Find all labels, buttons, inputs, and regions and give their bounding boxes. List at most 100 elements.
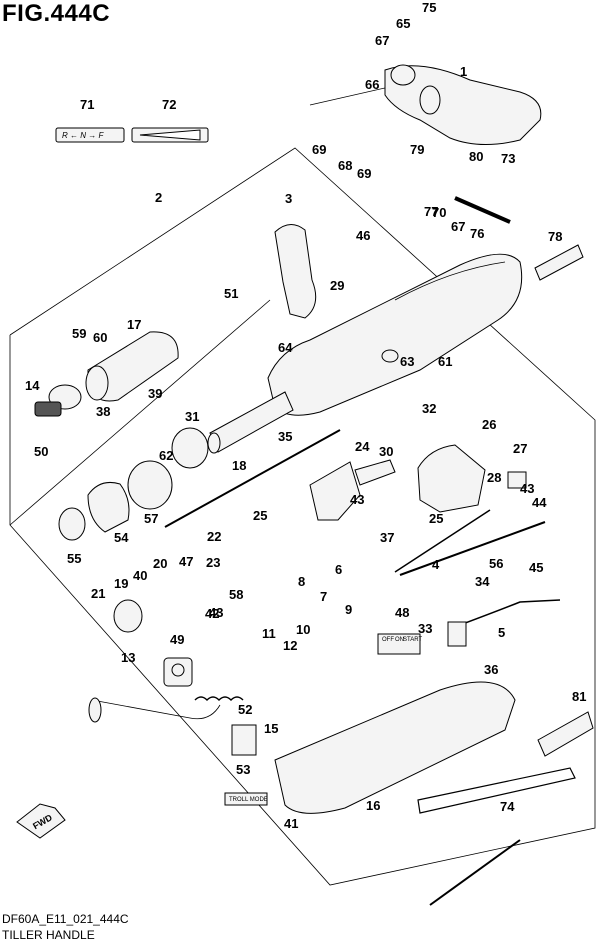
diagram-code: DF60A_E11_021_444C <box>2 912 129 926</box>
callout-32: 32 <box>422 401 436 416</box>
callout-25: 25 <box>429 511 443 526</box>
callout-31: 31 <box>185 409 199 424</box>
callout-18: 18 <box>232 458 246 473</box>
callout-67: 67 <box>451 219 465 234</box>
callout-75: 75 <box>422 0 436 15</box>
callout-81: 81 <box>572 689 586 704</box>
callout-80: 80 <box>469 149 483 164</box>
callout-37: 37 <box>380 530 394 545</box>
spring-part <box>534 244 584 281</box>
callout-38: 38 <box>96 404 110 419</box>
callout-45: 45 <box>529 560 543 575</box>
tiller-extension <box>417 767 576 814</box>
shift-bracket <box>417 444 486 513</box>
callout-27: 27 <box>513 441 527 456</box>
callout-7: 7 <box>320 589 327 604</box>
callout-71: 71 <box>80 97 94 112</box>
lower-cover <box>274 681 516 814</box>
callout-6: 6 <box>335 562 342 577</box>
callout-10: 10 <box>296 622 310 637</box>
callout-43: 43 <box>520 481 534 496</box>
callout-34: 34 <box>475 574 490 589</box>
callout-78: 78 <box>548 229 562 244</box>
callout-41: 41 <box>284 816 298 831</box>
callout-60: 60 <box>93 330 107 345</box>
callout-14: 14 <box>25 378 40 393</box>
wire-harness <box>459 599 561 626</box>
callout-55: 55 <box>67 551 81 566</box>
fwd-arrow <box>16 803 66 839</box>
callout-73: 73 <box>501 151 515 166</box>
callout-3: 3 <box>285 191 292 206</box>
callout-48: 48 <box>395 605 409 620</box>
svg-text:START: START <box>403 637 422 643</box>
tiller-body <box>267 253 523 416</box>
callout-68: 68 <box>338 158 352 173</box>
callout-69: 69 <box>357 166 371 181</box>
callout-64: 64 <box>278 340 293 355</box>
callout-28: 28 <box>487 470 501 485</box>
callout-26: 26 <box>482 417 496 432</box>
callout-33: 33 <box>418 621 432 636</box>
callout-52: 52 <box>238 702 252 717</box>
svg-text:OFF: OFF <box>382 637 394 643</box>
callout-29: 29 <box>330 278 344 293</box>
troll-mode-plate <box>224 792 268 806</box>
rnf-decal-text: R ← N → F <box>62 131 104 140</box>
callout-79: 79 <box>410 142 424 157</box>
callout-66: 66 <box>365 77 379 92</box>
callout-72: 72 <box>162 97 176 112</box>
callout-19: 19 <box>114 576 128 591</box>
callout-11: 11 <box>262 626 276 641</box>
callout-15: 15 <box>264 721 278 736</box>
callout-39: 39 <box>148 386 162 401</box>
callout-17: 17 <box>127 317 141 332</box>
callout-43: 43 <box>209 605 223 620</box>
callout-12: 12 <box>283 638 297 653</box>
svg-text:ON: ON <box>395 637 404 643</box>
callout-47: 47 <box>179 554 193 569</box>
callout-35: 35 <box>278 429 292 444</box>
callout-21: 21 <box>91 586 105 601</box>
callout-67: 67 <box>375 33 389 48</box>
callout-58: 58 <box>229 587 243 602</box>
callout-76: 76 <box>470 226 484 241</box>
callout-9: 9 <box>345 602 352 617</box>
callout-4: 4 <box>432 557 440 572</box>
coil-cord <box>194 696 244 702</box>
callout-2: 2 <box>155 190 162 205</box>
callout-13: 13 <box>121 650 135 665</box>
callout-57: 57 <box>144 511 158 526</box>
callout-8: 8 <box>298 574 305 589</box>
callout-20: 20 <box>153 556 167 571</box>
callout-63: 63 <box>400 354 414 369</box>
callout-51: 51 <box>224 286 238 301</box>
callout-65: 65 <box>396 16 410 31</box>
callout-40: 40 <box>133 568 147 583</box>
callout-1: 1 <box>460 64 467 79</box>
bracket-part <box>384 65 542 146</box>
callout-50: 50 <box>34 444 48 459</box>
callout-5: 5 <box>498 625 505 640</box>
callout-46: 46 <box>356 228 370 243</box>
callout-62: 62 <box>159 448 173 463</box>
stop-switch <box>113 599 143 633</box>
callout-36: 36 <box>484 662 498 677</box>
callout-61: 61 <box>438 354 452 369</box>
lanyard-clip <box>163 657 193 687</box>
grip-cover <box>87 481 130 533</box>
callout-53: 53 <box>236 762 250 777</box>
callout-24: 24 <box>355 439 370 454</box>
callout-23: 23 <box>206 555 220 570</box>
callout-22: 22 <box>207 529 221 544</box>
callout-56: 56 <box>489 556 503 571</box>
callout-44: 44 <box>532 495 547 510</box>
throttle-grip <box>274 224 317 319</box>
handle-grip-sleeve <box>537 711 594 757</box>
troll-mode-text: TROLL MODE <box>229 797 268 803</box>
figure-title: FIG.444C <box>2 0 111 27</box>
throttle-bracket <box>309 461 361 521</box>
callout-70: 70 <box>432 205 446 220</box>
